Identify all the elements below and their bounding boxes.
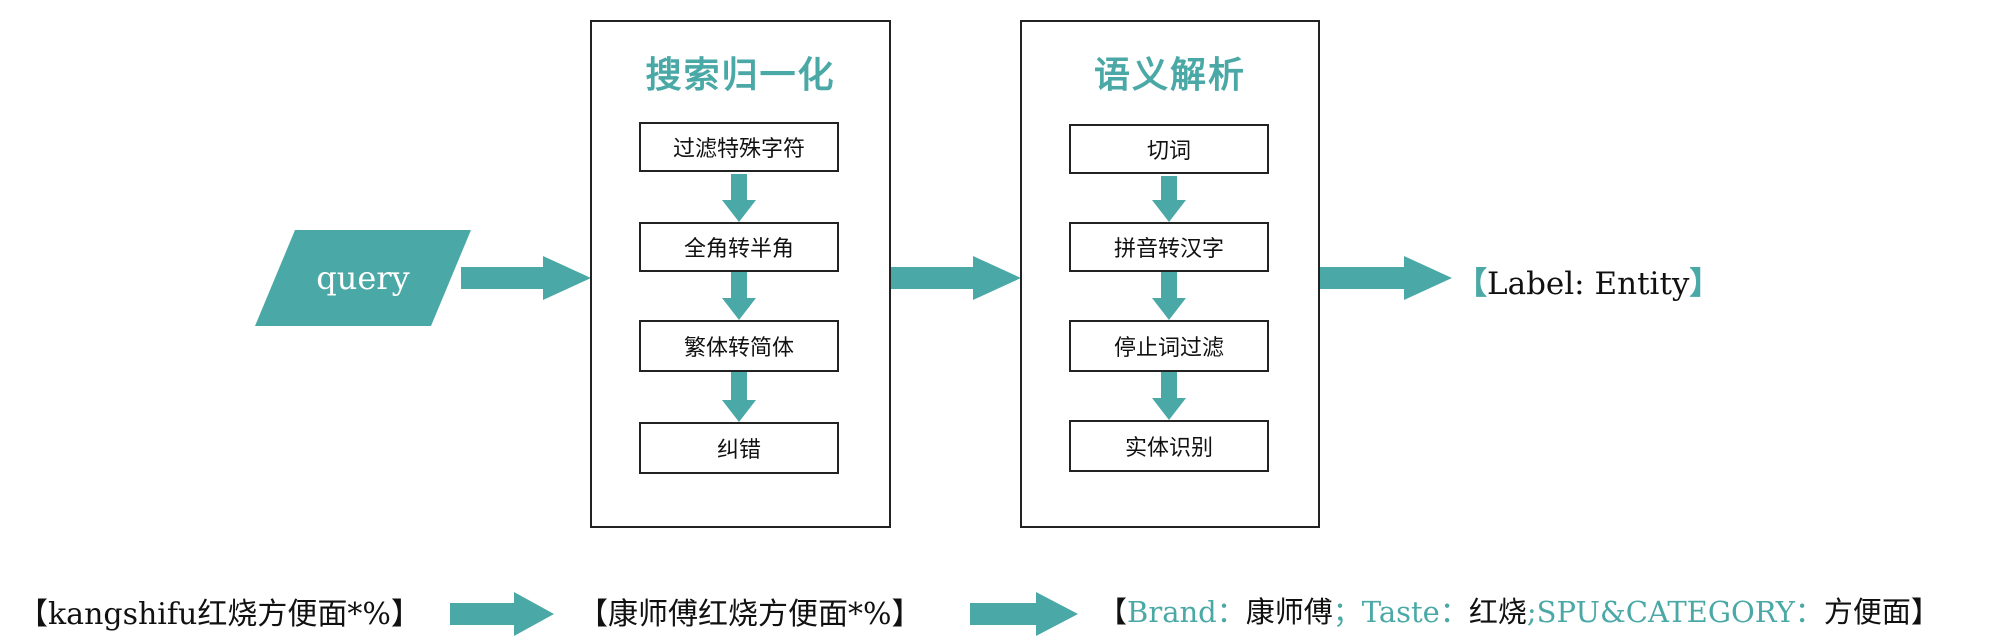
separator-2: ; — [1526, 595, 1537, 629]
step-word-segmentation: 切词 — [1069, 124, 1269, 174]
arrow-down-icon — [722, 174, 756, 222]
category-value: 方便面 — [1823, 595, 1911, 629]
parsed-close-bracket: 】 — [1910, 595, 1940, 629]
parsed-open-bracket: 【 — [1098, 595, 1128, 629]
example-normalized-query: 【康师傅红烧方便面*%】 — [578, 597, 922, 632]
arrow-down-icon — [1152, 176, 1186, 222]
step-stopword-filtering: 停止词过滤 — [1069, 320, 1269, 372]
arrow-query-to-normalize — [461, 256, 591, 300]
arrow-down-icon — [1152, 272, 1186, 320]
category-label: SPU&CATEGORY： — [1536, 595, 1824, 629]
output-close-bracket: 】 — [1689, 266, 1721, 302]
semantic-parsing-title: 语义解析 — [1093, 54, 1246, 96]
arrow-down-icon — [1152, 372, 1186, 420]
query-label: query — [316, 259, 410, 297]
taste-label: Taste： — [1361, 595, 1469, 629]
query-input-shape — [255, 230, 471, 326]
taste-value: 红烧 — [1468, 595, 1527, 629]
example-raw-query: 【kangshifu红烧方便面*%】 — [18, 597, 421, 632]
step-traditional-to-simplified: 繁体转简体 — [639, 320, 839, 372]
output-label: 【Label: Entity】 — [1456, 258, 1720, 303]
arrow-down-icon — [722, 372, 756, 422]
step-spell-correction: 纠错 — [639, 422, 839, 474]
separator-1: ； — [1332, 595, 1362, 629]
output-text: Label: Entity — [1487, 266, 1690, 302]
brand-label: Brand： — [1127, 595, 1246, 629]
arrow-example-normalized-to-parsed — [970, 592, 1078, 636]
arrow-example-raw-to-normalized — [450, 592, 554, 636]
brand-value: 康师傅 — [1245, 595, 1333, 629]
search-normalization-title: 搜索归一化 — [645, 54, 836, 96]
step-fullwidth-to-halfwidth: 全角转半角 — [639, 222, 839, 272]
arrow-normalize-to-parse — [891, 256, 1021, 300]
example-parsed-result: 【Brand：康师傅；Taste：红烧;SPU&CATEGORY：方便面】 — [1098, 589, 1940, 631]
arrow-parse-to-output — [1320, 256, 1452, 300]
step-filter-special-chars: 过滤特殊字符 — [639, 122, 839, 172]
output-open-bracket: 【 — [1456, 266, 1487, 302]
step-pinyin-to-hanzi: 拼音转汉字 — [1069, 222, 1269, 272]
arrow-down-icon — [722, 272, 756, 320]
step-entity-recognition: 实体识别 — [1069, 420, 1269, 472]
